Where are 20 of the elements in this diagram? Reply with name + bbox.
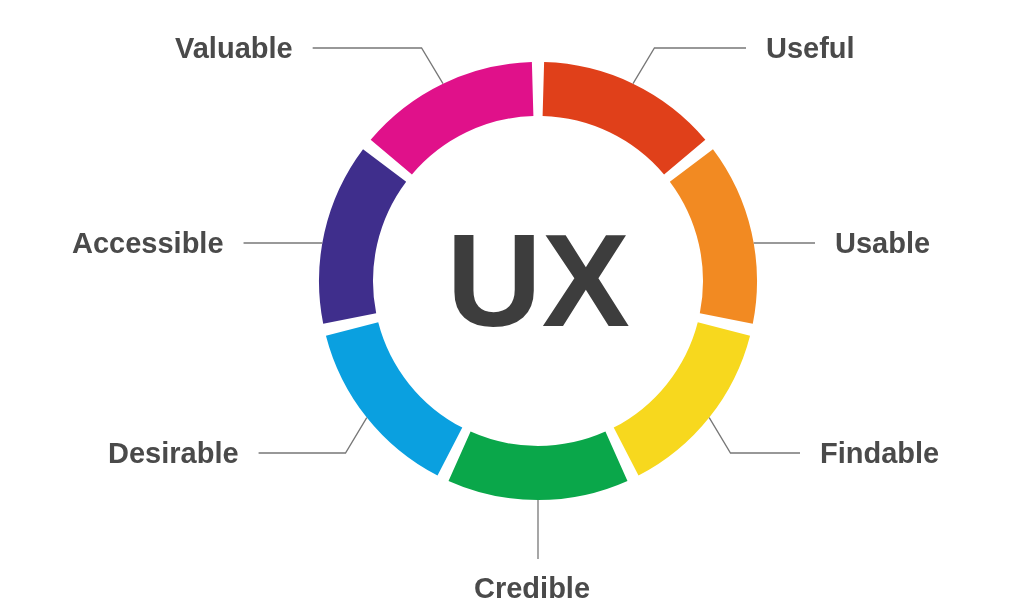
label-text: Findable <box>820 436 940 470</box>
ring-segment <box>319 149 407 324</box>
label-text: Desirable <box>108 436 239 470</box>
label-text: Credible <box>474 571 591 605</box>
leader-line <box>537 499 539 560</box>
leader-line <box>753 242 816 244</box>
leader-line <box>242 242 323 244</box>
center-heading: UX <box>446 211 630 351</box>
leader-line <box>708 416 801 454</box>
ring-segment <box>669 149 757 324</box>
label-text: Usable <box>835 226 931 260</box>
leader-line <box>312 47 444 85</box>
ring-segment <box>448 431 628 500</box>
leader-line <box>257 416 368 454</box>
label-text: Useful <box>766 31 855 65</box>
label-text: Accessible <box>72 226 224 260</box>
ring-segment <box>370 62 534 175</box>
leader-line <box>632 47 747 85</box>
label-text: Valuable <box>175 31 293 65</box>
ring-segment <box>542 62 706 175</box>
